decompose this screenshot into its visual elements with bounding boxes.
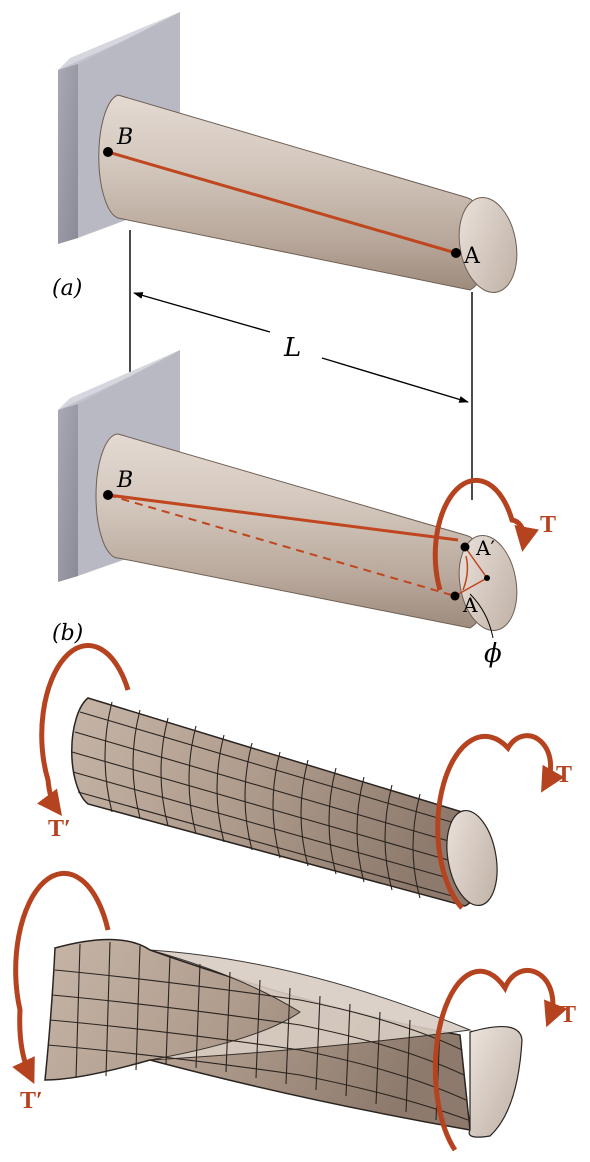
grid-lines-c: [71, 701, 459, 899]
torque-label-b: T: [540, 512, 556, 538]
torque-label-d-left: T′: [20, 1088, 43, 1114]
label-a-prime: A′: [475, 536, 495, 560]
torque-arrow-d-left: [12, 870, 111, 1085]
end-face-c: [446, 809, 498, 907]
shaft-b: [95, 433, 518, 632]
twisted-face-d: [149, 949, 472, 1061]
end-face-d: [468, 1026, 523, 1138]
torque-label-c-right: T: [556, 762, 572, 788]
label-a-a: A: [463, 244, 481, 269]
panel-label-b: (b): [52, 621, 83, 646]
torque-label-d-right: T: [560, 1002, 576, 1028]
torque-arrow-b: [432, 477, 539, 591]
panel-a: B A (a): [52, 12, 518, 301]
panel-b: B A′ A ϕ T (b): [52, 350, 556, 669]
torque-label-c-left: T′: [48, 816, 71, 842]
label-b-a: B: [116, 125, 133, 150]
panel-d: T T′: [12, 870, 576, 1152]
original-line-b: [107, 494, 456, 597]
twisted-line-b: [107, 493, 459, 542]
panel-c: T T′: [37, 643, 572, 910]
label-b-b: B: [116, 468, 133, 493]
torque-arrow-d-right: [432, 967, 568, 1152]
shaft-a: [98, 94, 518, 294]
grid-shaft-c: [71, 697, 486, 907]
panel-label-a: (a): [52, 276, 82, 301]
point-a-a: [451, 248, 461, 258]
angle-label: ϕ: [484, 639, 502, 669]
point-b-a: [103, 147, 113, 157]
angle-leader: [469, 593, 494, 639]
point-b-b: [103, 490, 113, 500]
grid-lines-d: [47, 941, 469, 1121]
torque-arrow-c-right: [435, 733, 565, 910]
length-dimension: L: [129, 230, 473, 500]
torque-arrow-c-left: [37, 643, 131, 817]
reference-line-a: [107, 150, 457, 255]
point-a-b: [450, 591, 460, 601]
point-a-prime: [460, 542, 470, 552]
angle-arc: [462, 555, 469, 591]
label-a-b: A: [462, 593, 478, 617]
length-label: L: [283, 333, 301, 363]
center-point: [484, 575, 490, 581]
